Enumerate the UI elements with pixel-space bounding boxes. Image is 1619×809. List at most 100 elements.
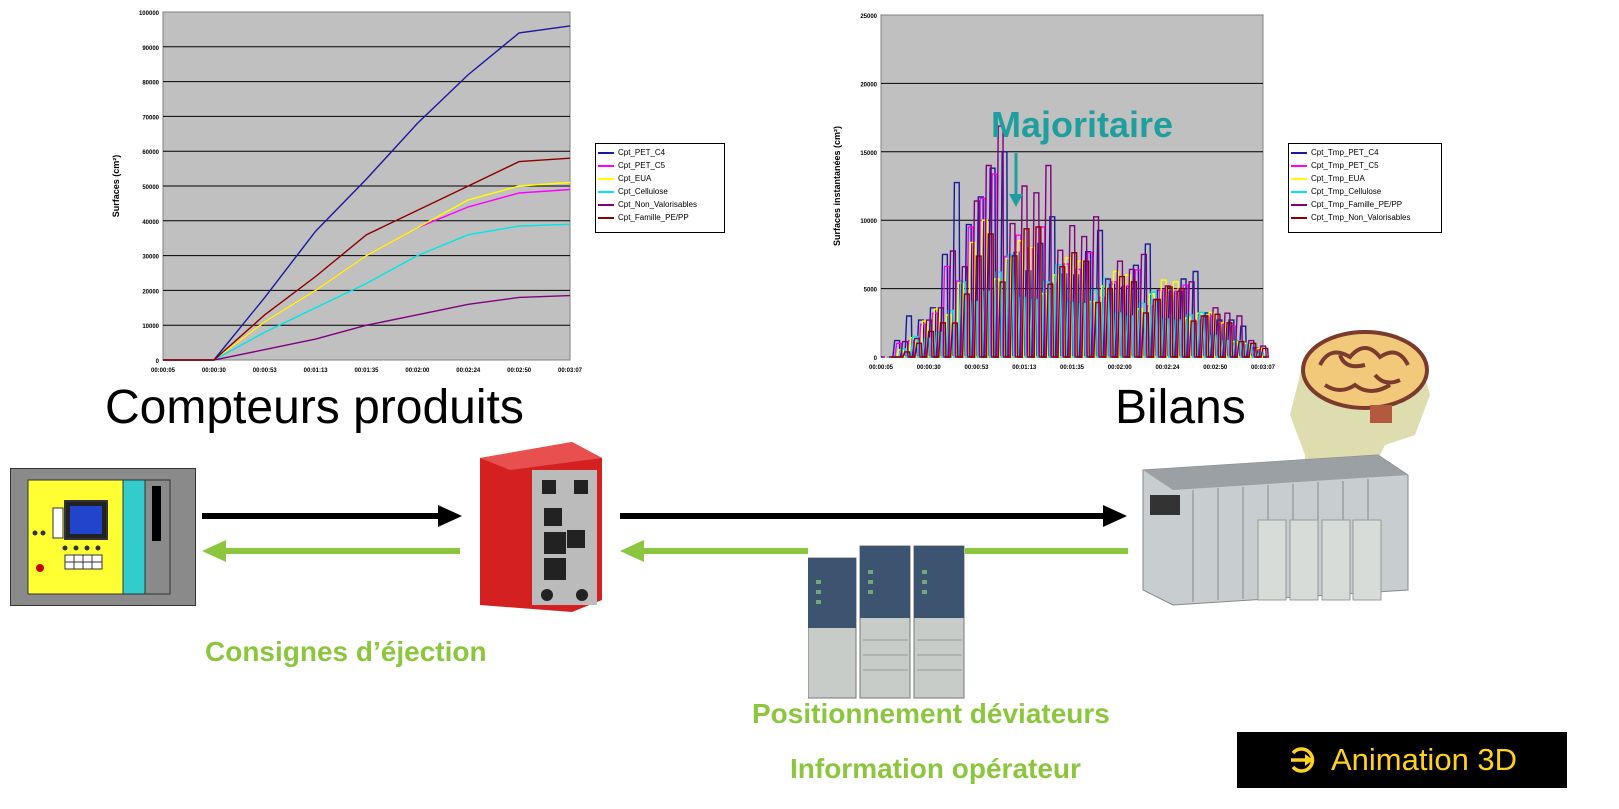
- green-arrow-left-icon: [202, 540, 460, 562]
- series-line: [163, 25, 571, 361]
- y-tick-label: 100000: [139, 11, 160, 17]
- green-arrow-right-icon: [620, 540, 1128, 562]
- bilans-title: Bilans: [1115, 381, 1246, 434]
- legend-swatch: [1291, 177, 1307, 180]
- x-tick-label: 00:01:13: [304, 368, 329, 374]
- legend-item: Cpt_Tmp_EUA: [1291, 172, 1439, 185]
- x-tick-label: 00:00:53: [964, 365, 989, 371]
- x-tick-label: 00:00:30: [202, 368, 227, 374]
- y-tick-label: 90000: [142, 46, 159, 52]
- right-chart: 0 5000 10000 15000 20000 25000 00:00:05 00:00:…: [832, 14, 1276, 371]
- legend-label: Cpt_PET_C4: [618, 148, 666, 157]
- legend-label: Cpt_Tmp_Famille_PE/PP: [1311, 200, 1403, 209]
- legend-item: Cpt_Tmp_Famille_PE/PP: [1291, 198, 1439, 211]
- x-tick-label: 00:02:50: [507, 368, 532, 374]
- io-modules-icon: [808, 545, 965, 699]
- y-tick-label: 25000: [860, 14, 877, 20]
- legend-label: Cpt_Tmp_PET_C4: [1311, 148, 1379, 157]
- x-tick-label: 00:02:00: [1108, 365, 1133, 371]
- x-tick-label: 00:00:05: [151, 368, 176, 374]
- legend-swatch: [598, 216, 614, 219]
- x-tick-label: 00:03:07: [1251, 365, 1276, 371]
- y-tick-label: 5000: [864, 288, 878, 294]
- y-tick-label: 20000: [860, 82, 877, 88]
- black-arrow-left-icon: [202, 505, 462, 527]
- right-y-axis-label: Surfaces instantanées (cm²): [832, 126, 842, 246]
- x-tick-label: 00:02:50: [1203, 365, 1228, 371]
- legend-item: Cpt_PET_C4: [598, 146, 722, 159]
- legend-item: Cpt_Tmp_Non_Valorisables: [1291, 211, 1439, 224]
- legend-item: Cpt_Tmp_PET_C4: [1291, 146, 1439, 159]
- series-line: [163, 223, 571, 361]
- legend-item: Cpt_Tmp_Cellulose: [1291, 185, 1439, 198]
- legend-label: Cpt_PET_C5: [618, 161, 666, 170]
- series-line: [163, 157, 571, 361]
- legend-swatch: [1291, 216, 1307, 219]
- series-line: [163, 294, 571, 361]
- legend-swatch: [1291, 151, 1307, 154]
- y-tick-label: 10000: [860, 219, 877, 225]
- legend-swatch: [1291, 164, 1307, 167]
- x-tick-label: 00:02:24: [456, 368, 481, 374]
- y-tick-label: 10000: [142, 324, 159, 330]
- brain-head-icon: [1290, 330, 1430, 465]
- x-tick-label: 00:03:07: [558, 368, 583, 374]
- plc-icon: [1142, 454, 1409, 606]
- y-tick-label: 70000: [142, 115, 159, 121]
- legend-swatch: [1291, 203, 1307, 206]
- legend-swatch: [598, 177, 614, 180]
- y-tick-label: 15000: [860, 151, 877, 157]
- y-tick-label: 60000: [142, 150, 159, 156]
- legend-item: Cpt_Tmp_PET_C5: [1291, 159, 1439, 172]
- x-tick-label: 00:00:05: [869, 365, 894, 371]
- x-tick-label: 00:00:30: [917, 365, 942, 371]
- left-chart: 0100002000030000400005000060000700008000…: [111, 11, 583, 374]
- black-arrow-right-icon: [620, 505, 1127, 527]
- legend-item: Cpt_EUA: [598, 172, 722, 185]
- y-tick-label: 80000: [142, 81, 159, 87]
- y-tick-label: 0: [156, 359, 160, 365]
- legend-label: Cpt_Tmp_Cellulose: [1311, 187, 1382, 196]
- majoritaire-annotation: Majoritaire: [991, 104, 1173, 145]
- x-tick-label: 00:02:24: [1155, 365, 1180, 371]
- y-tick-label: 20000: [142, 289, 159, 295]
- x-tick-label: 00:00:53: [253, 368, 278, 374]
- compteurs-produits-title: Compteurs produits: [105, 381, 524, 434]
- legend-item: Cpt_Non_Valorisables: [598, 198, 722, 211]
- majoritaire-arrow-icon: [1009, 153, 1023, 207]
- legend-swatch: [598, 203, 614, 206]
- gateway-device-icon: [480, 442, 602, 612]
- legend-label: Cpt_Tmp_EUA: [1311, 174, 1365, 183]
- right-curved-arrow-icon: [1290, 747, 1315, 773]
- operator-panel-icon: [10, 468, 196, 606]
- legend-swatch: [598, 164, 614, 167]
- y-tick-label: 40000: [142, 220, 159, 226]
- left-y-axis-label: Surfaces (cm²): [111, 155, 121, 218]
- animation-3d-button[interactable]: Animation 3D: [1237, 732, 1567, 788]
- legend-item: Cpt_Famille_PE/PP: [598, 211, 722, 224]
- x-tick-label: 00:01:35: [1060, 365, 1085, 371]
- legend-label: Cpt_Tmp_PET_C5: [1311, 161, 1379, 170]
- y-tick-label: 0: [874, 356, 878, 362]
- x-tick-label: 00:01:35: [354, 368, 379, 374]
- legend-item: Cpt_Cellulose: [598, 185, 722, 198]
- legend-label: Cpt_Non_Valorisables: [618, 200, 698, 209]
- x-tick-label: 00:02:00: [405, 368, 430, 374]
- legend-swatch: [598, 190, 614, 193]
- legend-label: Cpt_Famille_PE/PP: [618, 213, 689, 222]
- legend-label: Cpt_Cellulose: [618, 187, 668, 196]
- x-tick-label: 00:01:13: [1012, 365, 1037, 371]
- information-label: Information opérateur: [790, 753, 1081, 784]
- legend-swatch: [598, 151, 614, 154]
- y-tick-label: 50000: [142, 185, 159, 191]
- legend-item: Cpt_PET_C5: [598, 159, 722, 172]
- legend-label: Cpt_Tmp_Non_Valorisables: [1311, 213, 1411, 222]
- consignes-label: Consignes d’éjection: [205, 636, 487, 667]
- legend-label: Cpt_EUA: [618, 174, 652, 183]
- series-line: [163, 181, 571, 361]
- series-line: [891, 226, 1269, 358]
- legend-swatch: [1291, 190, 1307, 193]
